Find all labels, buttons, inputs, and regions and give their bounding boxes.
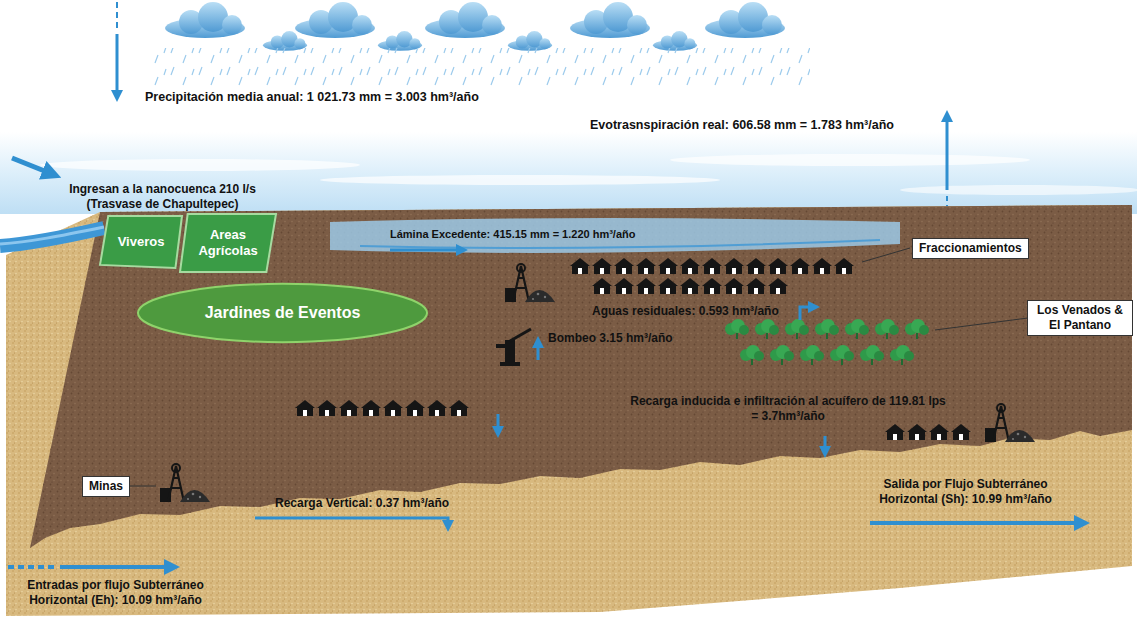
flow-label: Aguas residuales: 0.593 hm³/año — [592, 304, 779, 319]
surface-water — [330, 218, 900, 253]
field-area: Areas Agrícolas — [180, 214, 276, 272]
node-label: Minas — [89, 479, 123, 494]
node-label: Viveros — [118, 234, 165, 250]
trees — [725, 319, 929, 365]
node-label: Fraccionamientos — [919, 241, 1022, 256]
flow-label: Precipitación media anual: 1 021.73 mm =… — [145, 90, 479, 106]
leader-lines — [128, 248, 1028, 486]
callout-box: Fraccionamientos — [912, 238, 1029, 259]
flow-arrows — [8, 307, 1082, 567]
ground-surface — [30, 205, 1132, 548]
flow-label: Recarga inducida e infiltración al acuíf… — [628, 394, 948, 424]
precipitation-arrow — [117, 2, 118, 96]
field-area: Viveros — [100, 216, 182, 268]
houses — [295, 258, 971, 440]
evaporation-mist — [0, 132, 1137, 214]
node-label: Areas Agrícolas — [191, 227, 265, 258]
rain — [150, 48, 810, 86]
aquifer-sand — [6, 205, 1132, 616]
flow-label: Salida por Flujo Subterráneo Horizontal … — [858, 477, 1073, 507]
callout-box: Los Venados & El Pantano — [1027, 300, 1133, 336]
node-label: Jardines de Eventos — [205, 303, 361, 322]
flow-label: Lámina Excedente: 415.15 mm = 1.220 hm³/… — [390, 228, 635, 242]
evapotranspiration-arrow — [947, 116, 948, 210]
flow-label: Bombeo 3.15 hm³/año — [548, 331, 673, 346]
garden-ellipse-fill — [138, 284, 427, 342]
field-area-fill — [100, 216, 182, 268]
callout-box: Minas — [82, 476, 130, 497]
hand-pump — [496, 329, 531, 366]
field-area-fill — [180, 214, 276, 272]
garden-ellipse: Jardines de Eventos — [135, 282, 430, 344]
flow-label: Recarga Vertical: 0.37 hm³/año — [275, 496, 449, 511]
clouds — [165, 2, 785, 51]
flow-label: Ingresan a la nanocuenca 210 l/s (Trasva… — [55, 182, 270, 212]
flow-label: Evotrasnspiración real: 606.58 mm = 1.78… — [590, 118, 894, 134]
flow-label: Entradas por flujo Subterráneo Horizonta… — [8, 578, 223, 608]
node-label: Los Venados & El Pantano — [1034, 303, 1126, 333]
